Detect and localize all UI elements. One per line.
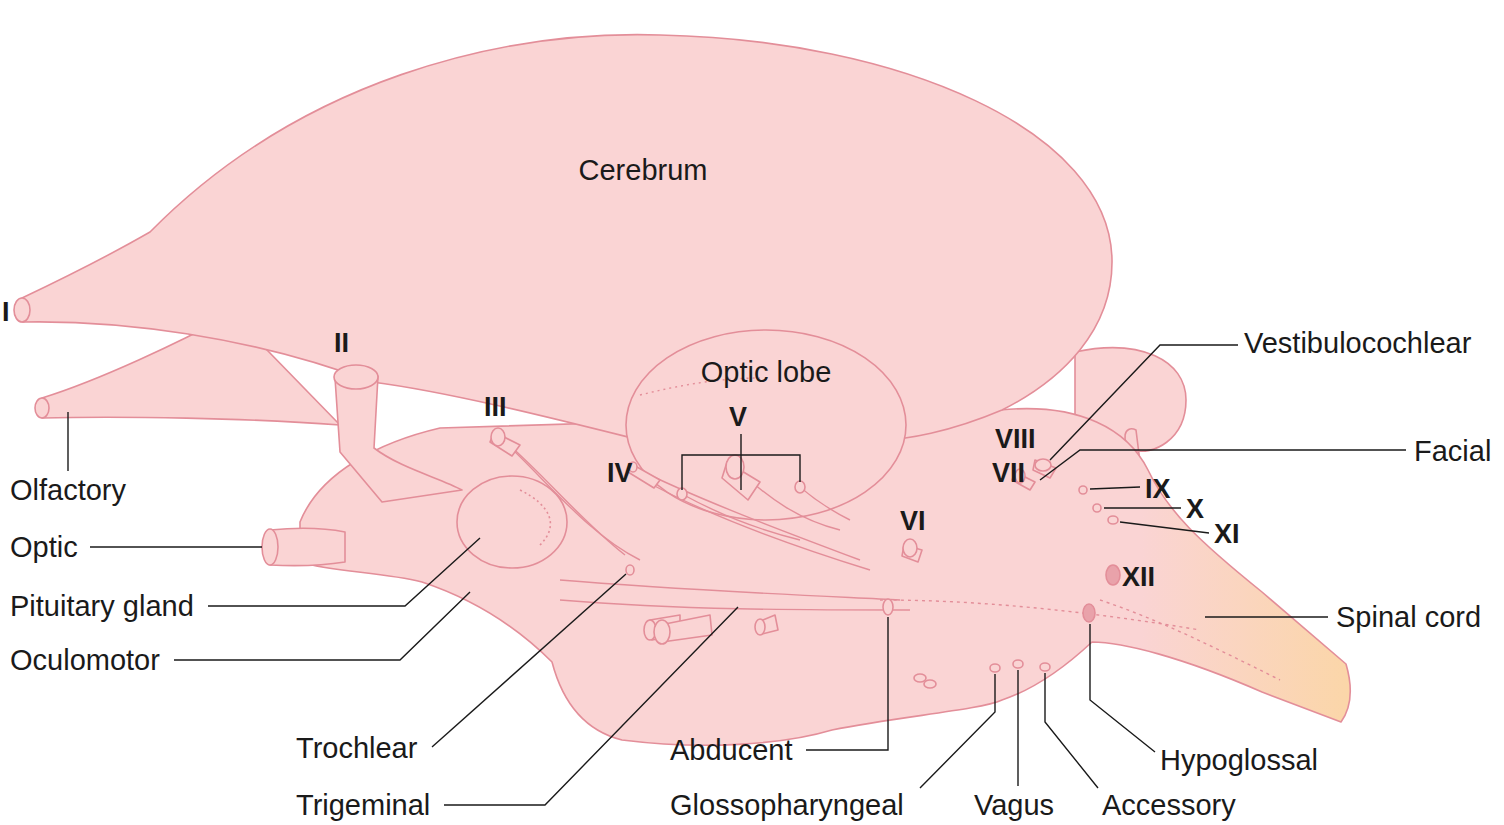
- leader-line: [444, 607, 738, 805]
- optic-lobe: [626, 330, 906, 520]
- optic-nerve: [270, 528, 345, 565]
- leader-line: [67, 412, 68, 471]
- leader-line: [1104, 507, 1181, 508]
- bracket: [682, 434, 800, 490]
- leader-line: [174, 592, 470, 660]
- leader-line: [208, 538, 480, 606]
- nerve-stubs: [490, 428, 1120, 688]
- part-label: Accessory: [1102, 790, 1236, 820]
- leader-line: [920, 674, 995, 788]
- part-label: Optic: [10, 532, 78, 562]
- nerve-number: IV: [607, 458, 633, 488]
- nerve-number: III: [484, 392, 507, 422]
- leader-line: [432, 574, 626, 747]
- part-label: Glossopharyngeal: [670, 790, 904, 820]
- nerve-number: XII: [1122, 562, 1155, 592]
- nerve-number: VII: [992, 458, 1025, 488]
- part-label: Oculomotor: [10, 645, 160, 675]
- nerve-number: VI: [900, 506, 926, 536]
- pituitary-gland: [457, 476, 567, 568]
- part-label: Cerebrum: [579, 155, 708, 185]
- leader-line: [90, 546, 262, 547]
- olfactory-bulb-tip: [14, 298, 30, 322]
- pituitary-fold: [520, 490, 550, 545]
- part-label: Spinal cord: [1336, 602, 1481, 632]
- optic-nerve-tip: [262, 529, 278, 565]
- optic-chiasm: [335, 376, 462, 502]
- nerve-number: XI: [1214, 519, 1240, 549]
- part-label: Olfactory: [10, 475, 126, 505]
- leader-line: [1017, 670, 1018, 786]
- leader-line: [1090, 487, 1140, 489]
- part-label: Hypoglossal: [1160, 745, 1318, 775]
- part-label: Abducent: [670, 735, 793, 765]
- part-label: Vestibulocochlear: [1244, 328, 1471, 358]
- nerve-number: IX: [1145, 474, 1171, 504]
- part-label: Facial: [1414, 436, 1491, 466]
- nerve-number: X: [1186, 494, 1204, 524]
- part-label: Vagus: [974, 790, 1054, 820]
- leader-line: [1090, 624, 1155, 752]
- leader-line: [1205, 616, 1328, 617]
- leader-line: [1050, 345, 1238, 460]
- leader-line: [1040, 450, 1406, 480]
- leader-line: [806, 617, 888, 750]
- nerve-number: VIII: [995, 424, 1036, 454]
- leader-lines: [68, 345, 1406, 805]
- part-label: Trigeminal: [296, 790, 430, 820]
- nerve-number: I: [2, 297, 10, 327]
- cerebrum: [22, 35, 1112, 440]
- part-label: Pituitary gland: [10, 591, 194, 621]
- part-label: Trochlear: [296, 733, 417, 763]
- nerve-number: V: [729, 402, 747, 432]
- olfactory-tip: [35, 398, 49, 418]
- nerve-fibres: [500, 378, 1280, 680]
- nerve-number: II: [334, 328, 349, 358]
- optic-nerve-cut: [334, 365, 378, 389]
- part-label: Optic lobe: [701, 357, 832, 387]
